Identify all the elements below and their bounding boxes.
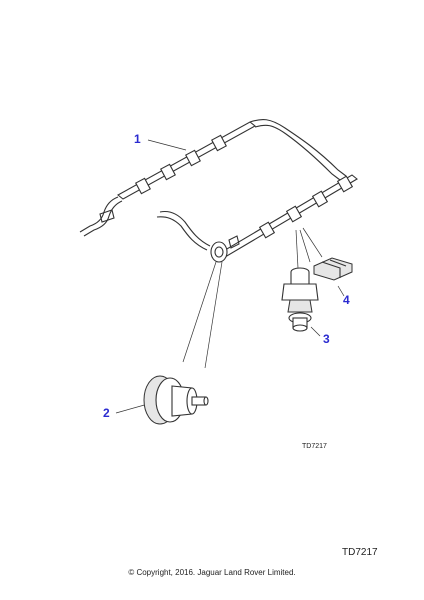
figure-ref-small: TD7217: [302, 443, 327, 450]
callout-4[interactable]: 4: [343, 293, 350, 307]
leader-lines: [115, 139, 345, 414]
retaining-clip-drawing: [313, 257, 353, 281]
callout-3[interactable]: 3: [323, 332, 330, 346]
figure-ref: TD7217: [342, 547, 378, 558]
fuel-injector-drawing: [281, 267, 319, 332]
pressure-regulator-drawing: [143, 375, 209, 425]
callout-1[interactable]: 1: [134, 132, 141, 146]
copyright-text: © Copyright, 2016. Jaguar Land Rover Lim…: [128, 568, 296, 577]
callout-2[interactable]: 2: [103, 406, 110, 420]
fuel-rail-drawing: [79, 118, 358, 263]
